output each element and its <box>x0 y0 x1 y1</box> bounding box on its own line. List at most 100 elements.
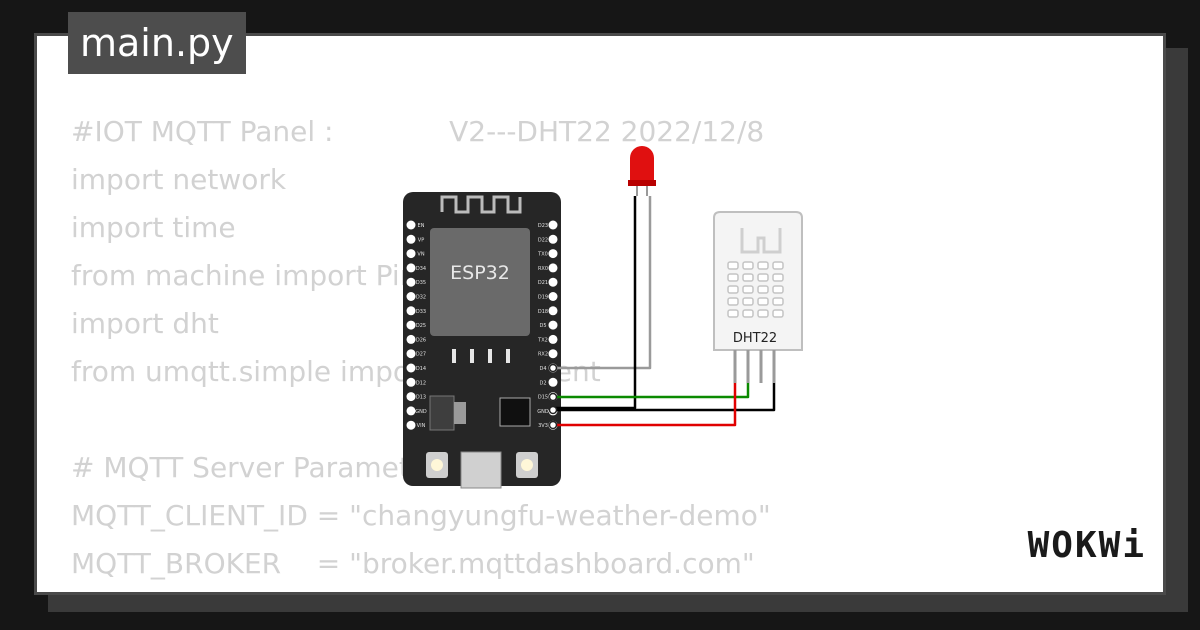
pin-rx2[interactable] <box>548 349 558 359</box>
usb-chip <box>499 397 531 427</box>
grille-slot <box>727 273 739 282</box>
pin-gnd[interactable] <box>406 406 416 416</box>
pin-label: D5 <box>539 323 546 329</box>
pin-d34[interactable] <box>406 263 416 273</box>
code-line: from machine import Pin <box>71 259 418 292</box>
pin-d14[interactable] <box>406 363 416 373</box>
pin-tx2[interactable] <box>548 334 558 344</box>
voltage-regulator <box>429 395 455 431</box>
pin-label: RX0 <box>538 266 548 272</box>
pin-d12[interactable] <box>406 377 416 387</box>
pin-label: D18 <box>538 309 548 315</box>
code-line: MQTT_BROKER = "broker.mqttdashboard.com" <box>71 547 755 580</box>
pin-en[interactable] <box>406 220 416 230</box>
pin-label: D15 <box>538 395 548 401</box>
grille-slot <box>727 309 739 318</box>
pin-d2[interactable] <box>548 377 558 387</box>
wire-led-ground[interactable] <box>553 196 637 410</box>
pin-label: D13 <box>416 395 426 401</box>
pin-label: D26 <box>416 337 426 343</box>
grille-slot <box>772 273 784 282</box>
pin-d18[interactable] <box>548 306 558 316</box>
pin-label: D14 <box>416 366 426 372</box>
antenna-trace <box>440 195 522 214</box>
pin-vp[interactable] <box>406 234 416 244</box>
pin-tx0[interactable] <box>548 249 558 259</box>
pin-label: D32 <box>416 295 426 301</box>
pin-label: D23 <box>538 223 548 229</box>
pin-d13[interactable] <box>406 392 416 402</box>
pin-d32[interactable] <box>406 292 416 301</box>
pin-label: D4 <box>539 366 546 372</box>
wire-endpoints <box>548 363 558 430</box>
wire-led[interactable] <box>553 196 652 370</box>
pin-label: GND <box>537 409 549 415</box>
code-line: #IOT MQTT Panel : V2---DHT22 2022/12/8 <box>71 115 765 148</box>
dht22-grille <box>727 261 784 318</box>
wire-dht-ground[interactable] <box>553 383 776 412</box>
grille-slot <box>772 261 784 270</box>
module-pads <box>452 349 510 363</box>
pin-label: GND <box>415 409 427 415</box>
pin-label: D19 <box>538 295 548 301</box>
pin-label: VN <box>417 252 424 258</box>
boot-button[interactable] <box>426 452 448 478</box>
pin-d5[interactable] <box>548 320 558 330</box>
pin-label: D25 <box>416 323 426 329</box>
pin-d22[interactable] <box>548 234 558 244</box>
code-line: import dht <box>71 307 219 340</box>
grille-slot <box>757 297 769 306</box>
grille-slot <box>757 309 769 318</box>
pin-label: TX0 <box>537 252 548 258</box>
pin-label: D12 <box>416 380 426 386</box>
esp32-board[interactable]: ESP32 ENVPVND34D35D32D33D25D26D27D14D12D… <box>403 192 561 489</box>
grille-slot <box>742 297 754 306</box>
red-led[interactable] <box>628 146 656 196</box>
pin-label: D21 <box>538 280 548 286</box>
left-pin-header: ENVPVND34D35D32D33D25D26D27D14D12D13GNDV… <box>406 220 427 430</box>
grille-slot <box>772 309 784 318</box>
wokwi-logo: WOKWi <box>1027 525 1146 566</box>
grille-slot <box>757 273 769 282</box>
pin-label: D22 <box>538 237 548 243</box>
pin-d25[interactable] <box>406 320 416 330</box>
wire-dht-power[interactable] <box>553 383 737 427</box>
grille-slot <box>742 309 754 318</box>
filename-tab[interactable]: main.py <box>68 12 246 74</box>
pin-rx0[interactable] <box>548 263 558 273</box>
reset-button[interactable] <box>516 452 538 478</box>
grille-slot <box>727 285 739 294</box>
grille-slot <box>772 297 784 306</box>
wires <box>553 196 776 427</box>
dht22-sensor[interactable]: DHT22 <box>713 211 803 383</box>
dht22-label: DHT22 <box>733 331 777 346</box>
pin-d27[interactable] <box>406 349 416 359</box>
pin-label: D27 <box>416 352 426 358</box>
pin-label: RX2 <box>538 352 548 358</box>
pin-d21[interactable] <box>548 277 558 287</box>
pin-vin[interactable] <box>406 420 416 430</box>
pin-d26[interactable] <box>406 334 416 344</box>
wire-dht-signal[interactable] <box>553 383 750 399</box>
code-line: MQTT_CLIENT_ID = "changyungfu-weather-de… <box>71 499 771 532</box>
pin-label: TX2 <box>537 337 548 343</box>
grille-slot <box>742 261 754 270</box>
pin-label: D33 <box>416 309 426 315</box>
grille-slot <box>742 285 754 294</box>
code-line: import time <box>71 211 236 244</box>
dht22-pins <box>733 350 776 383</box>
pin-d23[interactable] <box>548 220 558 230</box>
pin-d33[interactable] <box>406 306 416 316</box>
pin-label: 3V3 <box>538 423 548 429</box>
pin-label: D35 <box>416 280 426 286</box>
pin-vn[interactable] <box>406 249 416 259</box>
led-body <box>630 146 654 182</box>
code-line: import network <box>71 163 287 196</box>
esp32-label: ESP32 <box>450 262 510 284</box>
grille-slot <box>727 297 739 306</box>
pin-label: VIN <box>417 423 426 429</box>
pin-d19[interactable] <box>548 292 558 301</box>
pin-d35[interactable] <box>406 277 416 287</box>
grille-slot <box>742 273 754 282</box>
